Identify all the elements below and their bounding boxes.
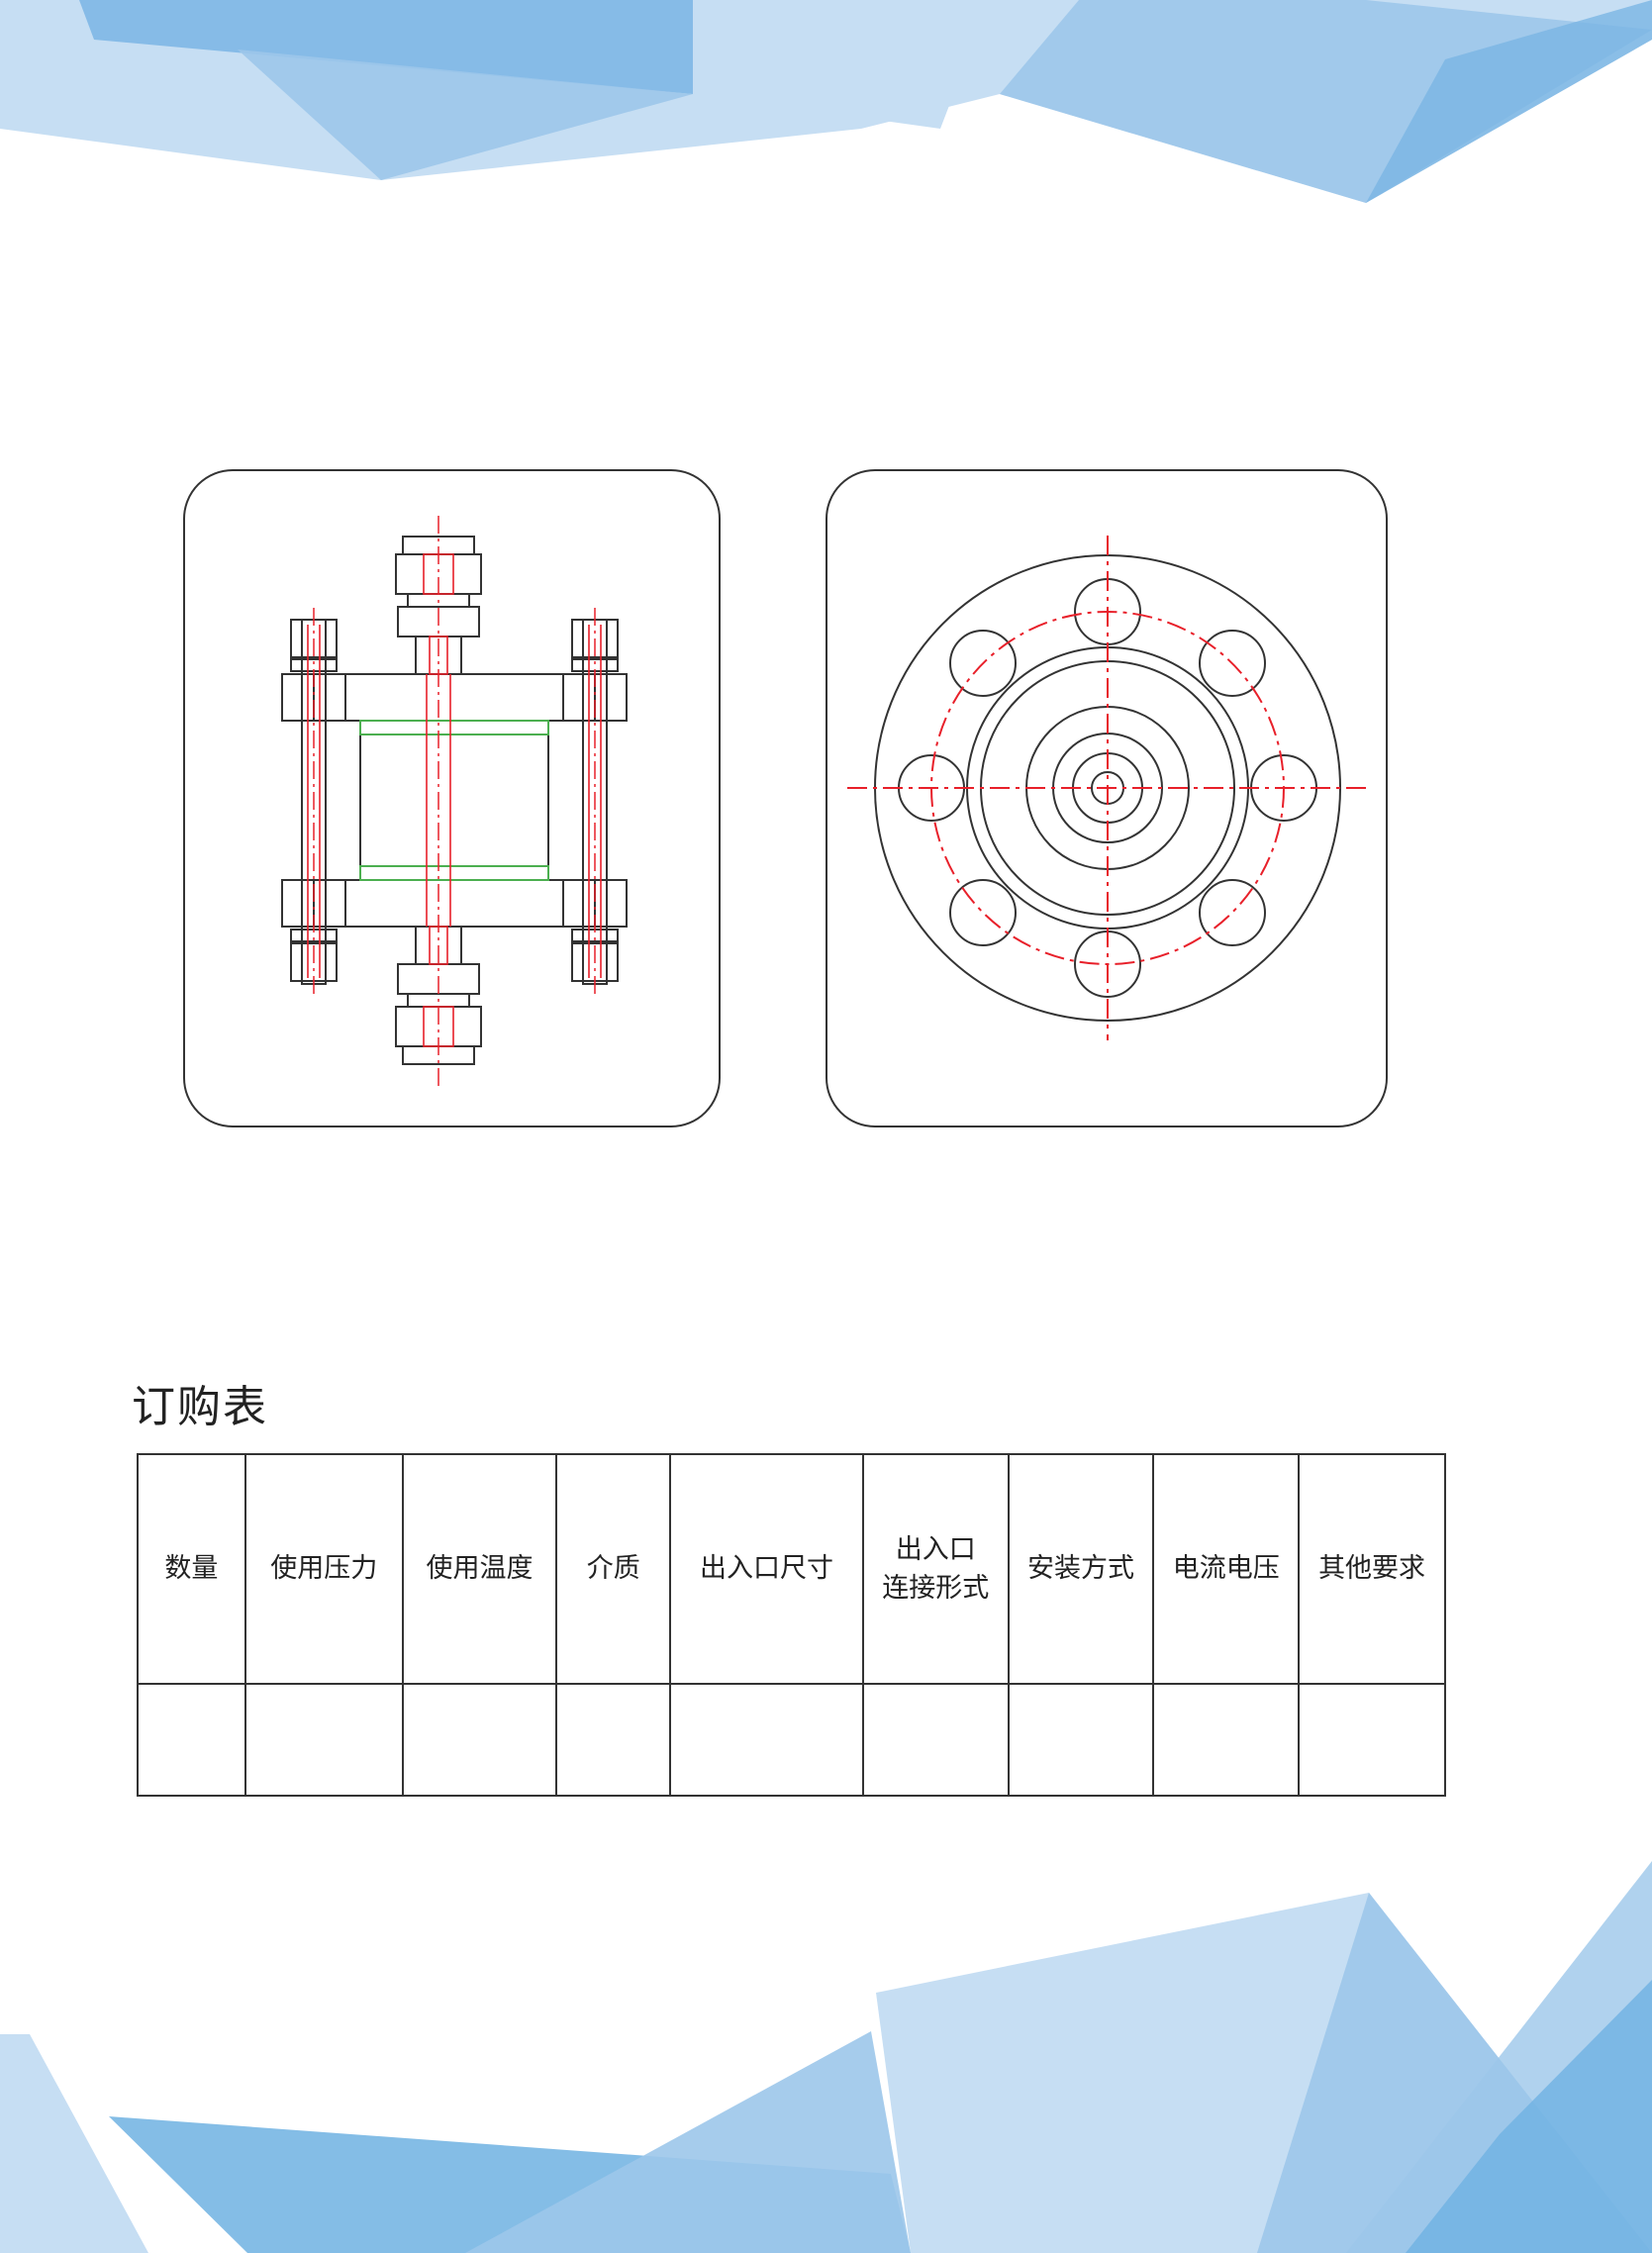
side-view-drawing — [281, 516, 628, 1087]
cell-working-temperature[interactable] — [401, 1683, 558, 1797]
header-working-temperature: 使用温度 — [401, 1453, 558, 1685]
order-table-row — [137, 1683, 1446, 1797]
order-table-title: 订购表 — [132, 1382, 268, 1432]
header-port-connection-type: 出入口 连接形式 — [861, 1453, 1010, 1685]
header-installation-method: 安装方式 — [1007, 1453, 1155, 1685]
order-table: 数量 使用压力 使用温度 介质 出入口尺寸 出入口 连接形式 安装方式 电流电压… — [137, 1453, 1446, 1797]
header-port-size: 出入口尺寸 — [669, 1453, 864, 1685]
header-working-pressure: 使用压力 — [243, 1453, 404, 1685]
front-view-drawing — [847, 536, 1368, 1040]
cell-medium[interactable] — [555, 1683, 672, 1797]
header-medium: 介质 — [555, 1453, 672, 1685]
bottom-decor-background — [0, 1861, 1652, 2253]
front-view-drawing-panel — [826, 469, 1388, 1127]
cell-port-size[interactable] — [669, 1683, 864, 1797]
order-table-header-row: 数量 使用压力 使用温度 介质 出入口尺寸 出入口 连接形式 安装方式 电流电压… — [137, 1453, 1446, 1685]
header-quantity: 数量 — [137, 1453, 246, 1685]
header-current-voltage: 电流电压 — [1152, 1453, 1301, 1685]
cell-working-pressure[interactable] — [243, 1683, 404, 1797]
side-view-drawing-panel — [183, 469, 721, 1127]
cell-other-requirements[interactable] — [1298, 1683, 1446, 1797]
header-other-requirements: 其他要求 — [1298, 1453, 1446, 1685]
top-decor-background — [0, 0, 1652, 203]
cell-port-connection-type[interactable] — [861, 1683, 1010, 1797]
cell-quantity[interactable] — [137, 1683, 246, 1797]
cell-installation-method[interactable] — [1007, 1683, 1155, 1797]
cell-current-voltage[interactable] — [1152, 1683, 1301, 1797]
